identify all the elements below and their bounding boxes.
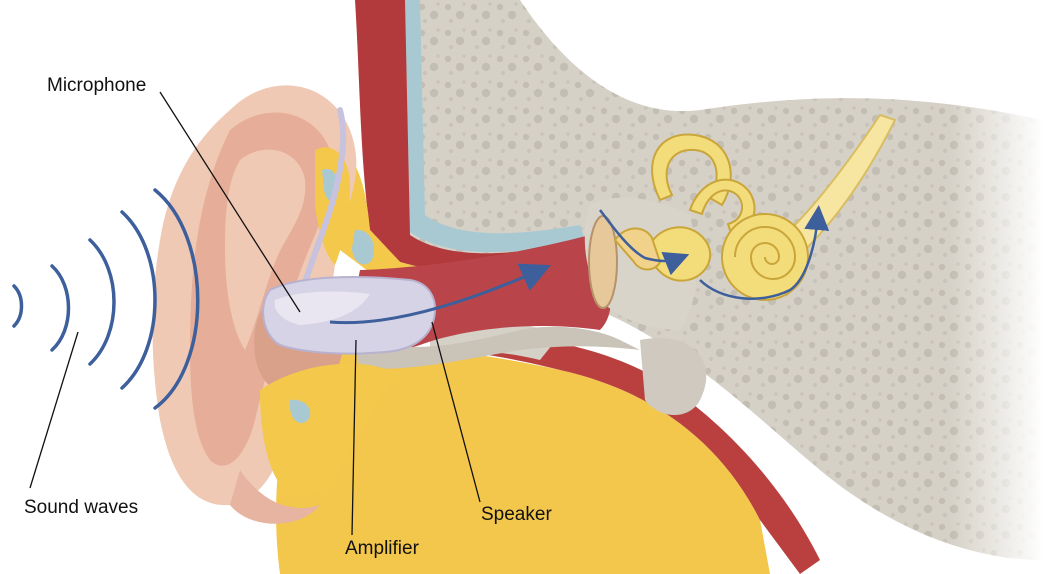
label-sound-waves: Sound waves [24, 498, 138, 517]
label-speaker: Speaker [481, 505, 552, 524]
leader-line-sound-waves [30, 332, 78, 488]
label-microphone: Microphone [47, 76, 146, 95]
eardrum [589, 216, 617, 308]
sound-wave-arc [14, 286, 22, 326]
sound-wave-arc [122, 212, 155, 388]
sound-wave-arc [52, 266, 69, 350]
sound-wave-arc [90, 240, 114, 364]
label-amplifier: Amplifier [345, 539, 419, 558]
edge-fade [950, 0, 1043, 574]
